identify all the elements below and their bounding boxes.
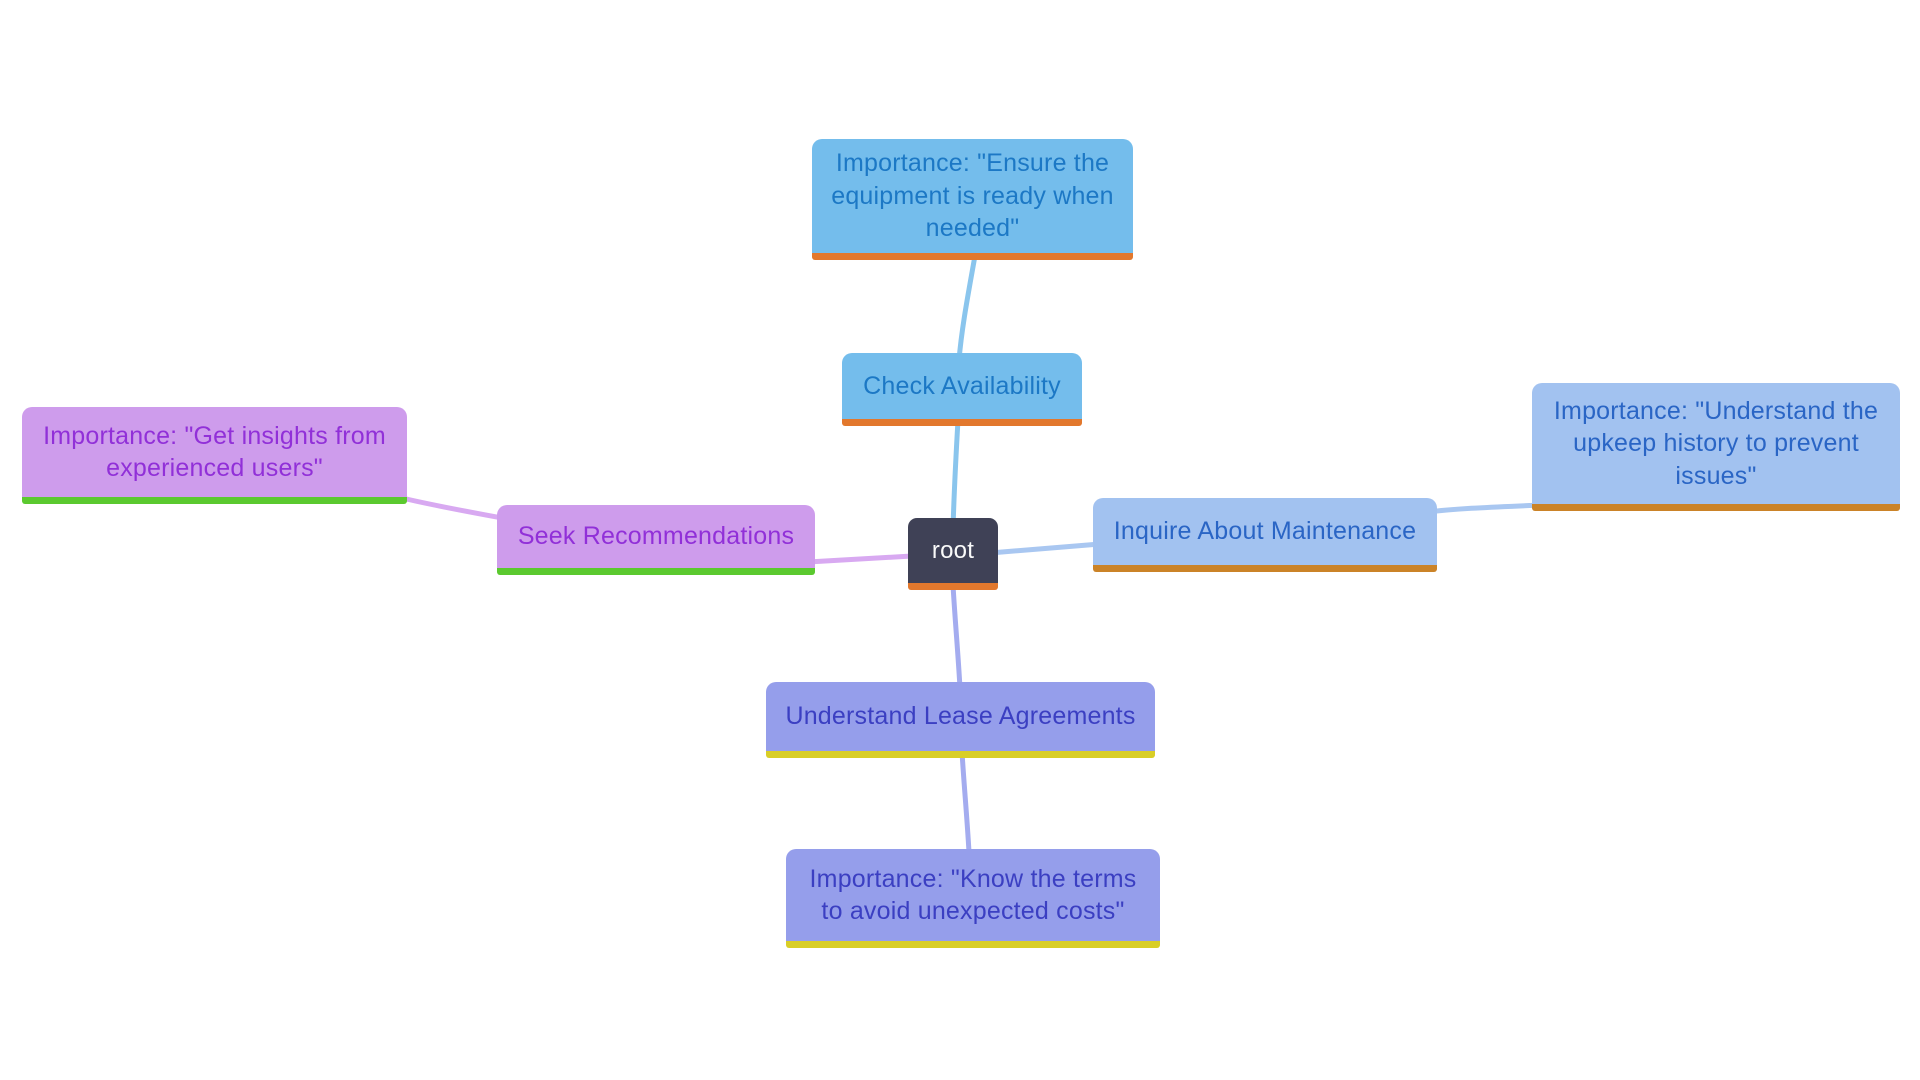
node-understand-lease-agreements[interactable]: Understand Lease Agreements	[766, 682, 1155, 758]
node-label: Importance: "Get insights from experienc…	[43, 421, 386, 483]
node-label: Check Availability	[863, 371, 1061, 400]
node-label: Seek Recommendations	[517, 522, 795, 551]
node-seek-recommendations[interactable]: Seek Recommendations	[497, 505, 815, 575]
link-root-to-check	[950, 417, 961, 533]
node-label: Importance: "Understand the upkeep histo…	[1553, 396, 1879, 490]
node-label: root	[931, 536, 975, 564]
link-root-to-understand	[950, 582, 963, 691]
link-inquire-to-importance	[1425, 502, 1545, 515]
node-check-availability[interactable]: Check Availability	[842, 353, 1082, 426]
node-check-availability-importance[interactable]: Importance: "Ensure the equipment is rea…	[812, 139, 1133, 260]
link-root-to-inquire	[987, 541, 1103, 556]
link-check-to-importance	[956, 247, 979, 363]
node-root[interactable]: root	[908, 518, 998, 590]
node-label: Importance: "Know the terms to avoid une…	[809, 864, 1137, 926]
link-seek-to-importance	[399, 495, 505, 521]
link-root-to-seek	[805, 553, 915, 565]
node-label: Inquire About Maintenance	[1113, 517, 1417, 546]
node-label: Importance: "Ensure the equipment is rea…	[831, 149, 1114, 243]
link-understand-to-importance	[959, 749, 972, 855]
node-inquire-about-maintenance-importance[interactable]: Importance: "Understand the upkeep histo…	[1532, 383, 1900, 511]
node-label: Understand Lease Agreements	[785, 702, 1136, 731]
node-seek-recommendations-importance[interactable]: Importance: "Get insights from experienc…	[22, 407, 407, 504]
node-inquire-about-maintenance[interactable]: Inquire About Maintenance	[1093, 498, 1437, 572]
node-understand-lease-agreements-importance[interactable]: Importance: "Know the terms to avoid une…	[786, 849, 1160, 948]
